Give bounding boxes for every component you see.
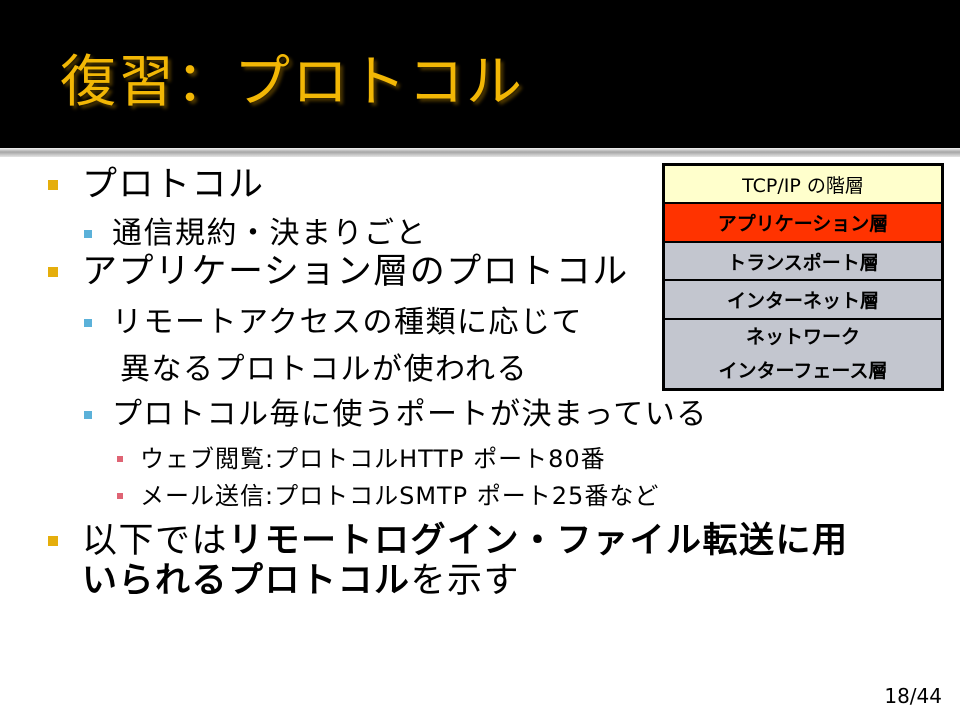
bullet-item-web-http-port: ウェブ閲覧:プロトコルHTTP ポート80番 — [117, 444, 606, 474]
layer-label: インターネット層 — [726, 290, 879, 312]
bullet-text: プロトコル毎に使うポートが決まっている — [112, 397, 708, 432]
bullet-item-application-layer-protocols: アプリケーション層のプロトコル — [48, 251, 629, 293]
layer-label: トランスポート層 — [727, 251, 879, 274]
bullet-text: メール送信:プロトコルSMTP ポート25番など — [140, 482, 660, 510]
layer-row-application: アプリケーション層 — [665, 204, 941, 243]
square-bullet-icon — [84, 230, 92, 238]
square-bullet-icon — [84, 319, 92, 327]
bullet-item-port-per-protocol: プロトコル毎に使うポートが決まっている — [84, 397, 708, 433]
bullet-text-segment: を示す — [410, 561, 521, 601]
bullet-item-remote-access-protocols: リモートアクセスの種類に応じて — [84, 305, 583, 341]
bullet-text: アプリケーション層のプロトコル — [82, 252, 629, 292]
layer-row-transport: トランスポート層 — [665, 243, 941, 281]
square-bullet-icon — [117, 456, 123, 462]
bullet-text: 異なるプロトコルが使われる — [120, 352, 528, 387]
bullet-text: リモートアクセスの種類に応じて — [112, 305, 583, 340]
layer-label-line: ネットワーク — [745, 326, 860, 348]
layer-label: アプリケーション層 — [717, 213, 889, 235]
title-divider — [0, 148, 960, 157]
square-bullet-icon — [117, 493, 123, 499]
page-number: 18/44 — [884, 684, 942, 708]
bullet-item-summary: 以下ではリモートログイン・ファイル転送に用 — [48, 520, 849, 562]
square-bullet-icon — [48, 267, 58, 277]
slide-title: 復習：プロトコル — [60, 50, 524, 115]
title-band — [0, 0, 960, 148]
tcpip-layer-table: TCP/IP の階層 アプリケーション層 トランスポート層 インターネット層 ネ… — [662, 163, 944, 391]
layer-row-internet: インターネット層 — [665, 281, 941, 320]
bullet-item-protocol-definition: 通信規約・決まりごと — [84, 216, 427, 252]
bullet-text: ウェブ閲覧:プロトコルHTTP ポート80番 — [140, 445, 606, 473]
bullet-text: プロトコル — [82, 165, 265, 205]
square-bullet-icon — [48, 536, 58, 546]
square-bullet-icon — [48, 180, 58, 190]
layer-row-network-interface: ネットワーク インターフェース層 — [665, 320, 941, 388]
layer-label-line: インターフェース層 — [718, 360, 888, 382]
bullet-item-mail-smtp-port: メール送信:プロトコルSMTP ポート25番など — [117, 481, 659, 511]
bullet-text-emphasis: いられるプロトコル — [82, 561, 411, 601]
bullet-text-continuation: 異なるプロトコルが使われる — [120, 352, 528, 388]
layer-table-header-label: TCP/IP の階層 — [742, 174, 864, 197]
square-bullet-icon — [84, 411, 92, 419]
bullet-item-protocol: プロトコル — [48, 164, 265, 206]
bullet-text: 通信規約・決まりごと — [112, 216, 427, 251]
bullet-text-emphasis: リモートログイン・ファイル転送に用 — [228, 521, 849, 561]
layer-table-header: TCP/IP の階層 — [665, 166, 941, 204]
bullet-text-segment: 以下では — [82, 521, 229, 561]
bullet-item-summary-continuation: いられるプロトコルを示す — [82, 560, 520, 602]
